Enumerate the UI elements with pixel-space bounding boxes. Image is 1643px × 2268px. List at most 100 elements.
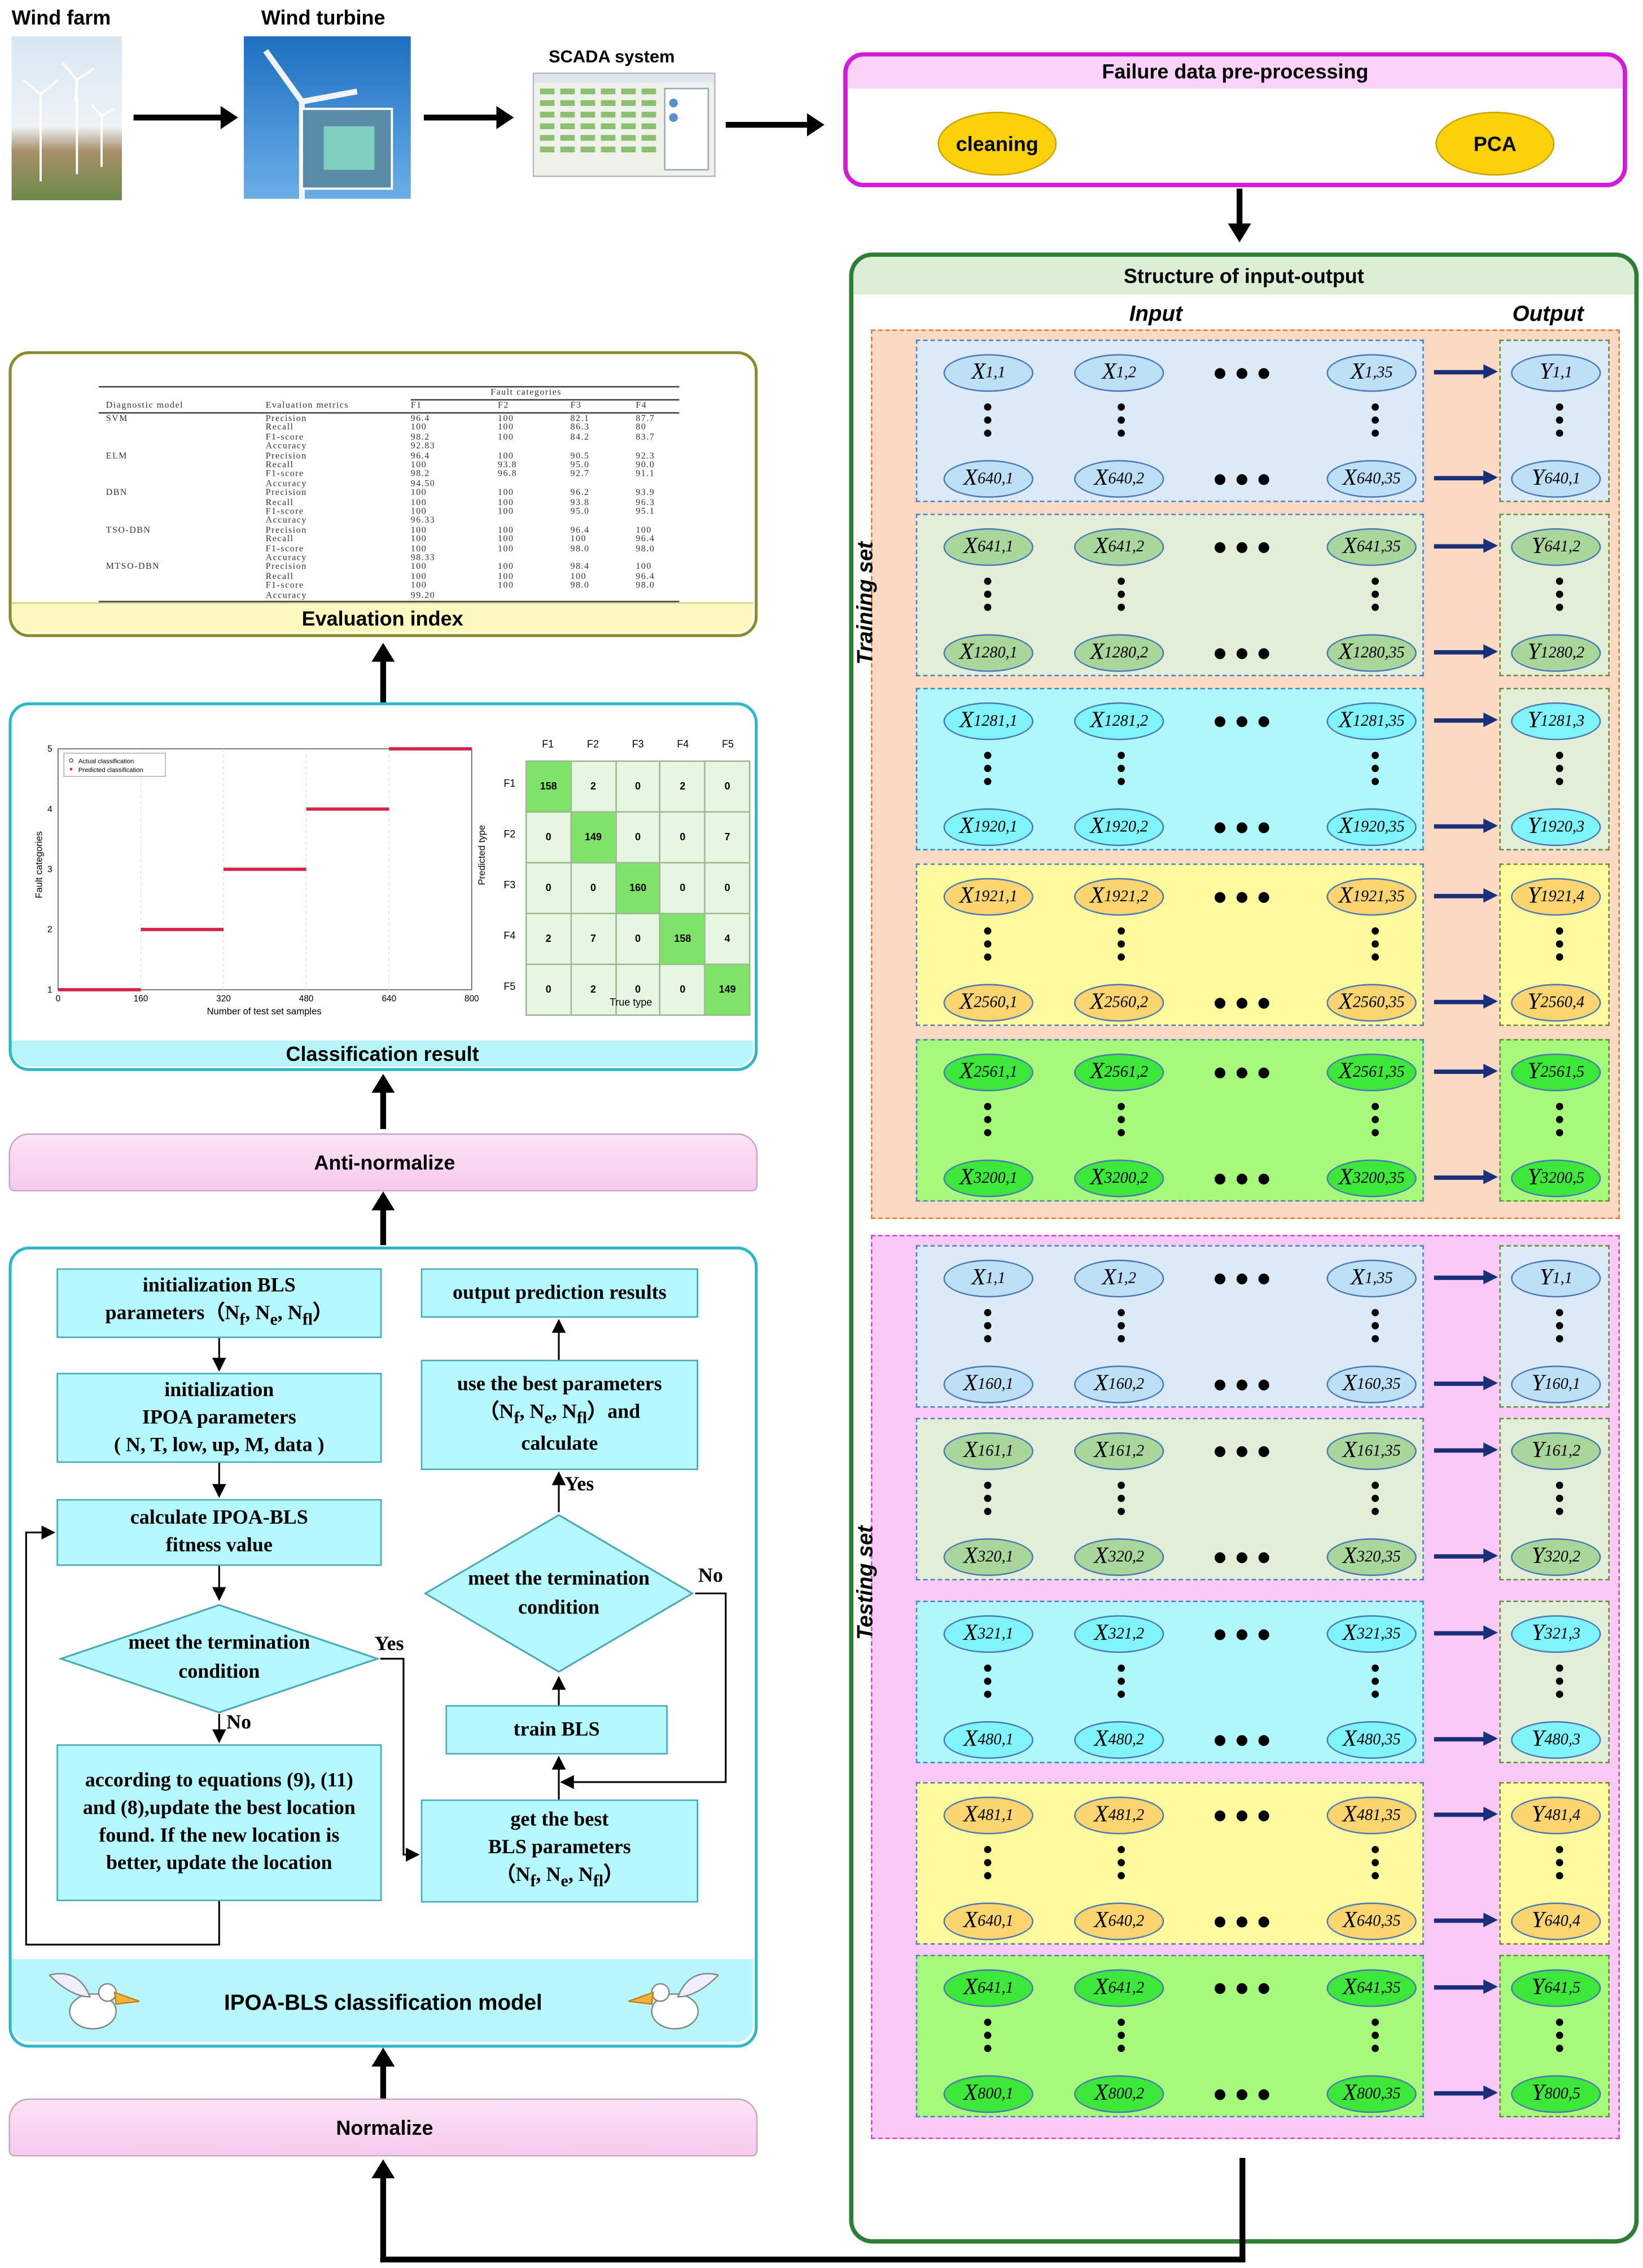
- evaluation-cell: 100: [498, 534, 514, 545]
- no-label-2: No: [698, 1565, 723, 1588]
- category-header: F3: [570, 400, 582, 411]
- matrix-cell: 7: [704, 811, 751, 864]
- evaluation-cell: F1-score: [265, 543, 304, 554]
- input-header: Input: [1129, 301, 1182, 327]
- matrix-row-label: F1: [503, 779, 516, 789]
- vertical-ellipsis: [1118, 2019, 1126, 2058]
- normalize-box: Normalize: [8, 2098, 758, 2157]
- mapping-arrow: [1434, 1631, 1489, 1636]
- matrix-cell: 2: [570, 963, 616, 1016]
- flowchart-connectors: [25, 1319, 727, 1946]
- evaluation-cell: 100: [636, 525, 652, 536]
- evaluation-cell: MTSO-DBN: [106, 562, 160, 573]
- evaluation-cell: 98.0: [570, 581, 590, 591]
- evaluation-cell: 91.1: [636, 469, 655, 480]
- legend-actual-label: Actual classification: [78, 758, 134, 765]
- evaluation-cell: 100: [498, 581, 514, 591]
- evaluation-cell: 100: [498, 543, 514, 554]
- vertical-ellipsis: [1118, 1664, 1126, 1704]
- matrix-cell: 0: [659, 811, 706, 864]
- matrix-row-label: F3: [503, 880, 516, 891]
- evaluation-cell: Precision: [265, 450, 307, 461]
- horizontal-ellipsis: •••: [1213, 1156, 1280, 1200]
- matrix-cell: 149: [570, 811, 616, 864]
- vertical-ellipsis: [984, 1481, 993, 1521]
- horizontal-ellipsis: •••: [1213, 1050, 1280, 1094]
- evaluation-title: Evaluation index: [301, 606, 463, 630]
- vertical-ellipsis: [984, 752, 993, 791]
- evaluation-cell: 90.0: [636, 460, 655, 471]
- evaluation-cell: 93.9: [636, 488, 655, 498]
- matrix-cell: 149: [704, 963, 751, 1016]
- training-set-label: Training set: [853, 541, 878, 665]
- matrix-cell: 2: [525, 913, 572, 966]
- pca-step: PCA: [1435, 112, 1555, 176]
- matrix-cell: 2: [659, 760, 706, 813]
- evaluation-cell: 94.50: [410, 479, 436, 489]
- scada-screenshot: [532, 72, 716, 177]
- matrix-col-label: F2: [586, 740, 599, 751]
- matrix-xlabel: True type: [610, 998, 652, 1009]
- wind-turbine-label: Wind turbine: [261, 6, 385, 29]
- matrix-cell: 158: [525, 760, 572, 813]
- evaluation-cell: 100: [410, 562, 427, 573]
- matrix-col-label: F4: [677, 740, 689, 751]
- vertical-ellipsis: [984, 927, 993, 966]
- yes-label-2: Yes: [564, 1474, 594, 1497]
- x-tick-label: 0: [56, 994, 61, 1003]
- evaluation-cell: 100: [410, 534, 427, 545]
- evaluation-cell: 95.0: [570, 460, 590, 471]
- evaluation-cell: 93.8: [498, 460, 518, 471]
- matrix-cell: 4: [704, 913, 751, 966]
- evaluation-cell: 92.7: [570, 469, 590, 480]
- termination-decision-2: [423, 1514, 694, 1673]
- evaluation-cell: 100: [498, 423, 514, 433]
- evaluation-cell: 86.3: [570, 423, 590, 433]
- wind-farm-label: Wind farm: [11, 6, 111, 29]
- matrix-cell: 0: [525, 963, 572, 1016]
- update-location-box: according to equations (9), (11)and (8),…: [56, 1744, 382, 1901]
- evaluation-cell: 100: [498, 506, 514, 517]
- horizontal-ellipsis: •••: [1213, 1793, 1280, 1837]
- matrix-cell: 0: [570, 862, 616, 915]
- mapping-arrow: [1434, 1069, 1489, 1074]
- evaluation-cell: 100: [636, 562, 652, 573]
- vertical-ellipsis: [1372, 1664, 1380, 1704]
- matrix-cell: 0: [525, 862, 572, 915]
- vertical-ellipsis: [1556, 752, 1565, 791]
- scada-label: SCADA system: [549, 46, 675, 67]
- evaluation-cell: 87.7: [636, 413, 655, 424]
- evaluation-cell: F1-score: [265, 469, 304, 480]
- evaluation-cell: 100: [410, 571, 427, 582]
- y-tick-label: 5: [47, 744, 52, 754]
